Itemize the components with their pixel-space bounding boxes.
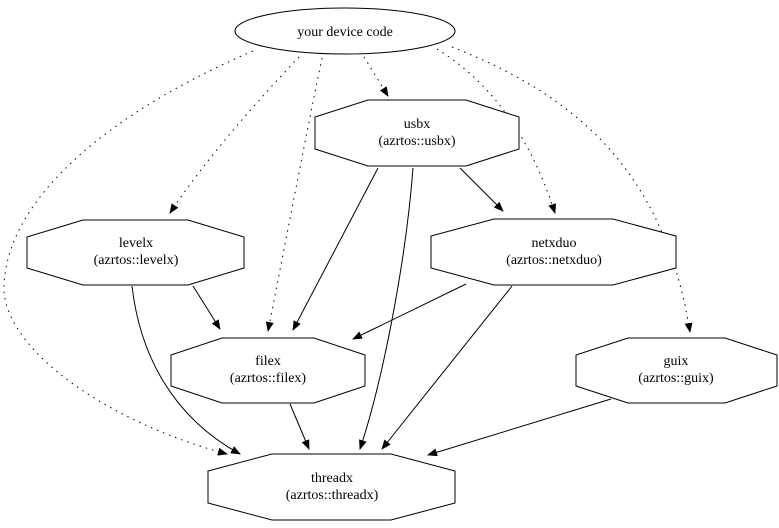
- filex-sublabel: (azrtos::filex): [230, 371, 307, 386]
- usbx-label: usbx: [404, 117, 430, 132]
- node-guix: guix (azrtos::guix): [575, 337, 778, 404]
- node-filex: filex (azrtos::filex): [170, 337, 366, 404]
- node-levelx: levelx (azrtos::levelx): [26, 219, 245, 286]
- solid-edges: [131, 167, 612, 457]
- usbx-octagon: [314, 99, 520, 167]
- threadx-sublabel: (azrtos::threadx): [286, 488, 379, 503]
- levelx-octagon: [26, 219, 245, 286]
- edge-levelx-filex: [192, 285, 221, 330]
- edge-guix-threadx: [427, 398, 612, 457]
- usbx-sublabel: (azrtos::usbx): [379, 134, 456, 149]
- guix-octagon: [575, 337, 778, 404]
- node-netxduo: netxduo (azrtos::netxduo): [430, 218, 677, 286]
- edge-device-usbx: [363, 56, 389, 97]
- guix-label: guix: [664, 354, 689, 369]
- node-device: your device code: [234, 7, 456, 55]
- levelx-sublabel: (azrtos::levelx): [94, 253, 179, 268]
- filex-label: filex: [255, 354, 281, 369]
- edge-device-guix: [451, 46, 693, 333]
- edge-netxduo-threadx: [381, 285, 513, 450]
- edge-levelx-threadx: [131, 285, 241, 455]
- levelx-label: levelx: [119, 236, 153, 251]
- dotted-edges: [3, 46, 693, 456]
- device-label: your device code: [297, 25, 393, 40]
- edge-usbx-threadx: [359, 167, 414, 450]
- netxduo-label: netxduo: [531, 236, 576, 251]
- edge-device-filex: [265, 57, 323, 332]
- edge-usbx-netxduo: [459, 167, 504, 212]
- node-threadx: threadx (azrtos::threadx): [207, 453, 456, 521]
- threadx-octagon: [207, 453, 456, 521]
- guix-sublabel: (azrtos::guix): [638, 371, 714, 386]
- edge-usbx-filex: [292, 167, 379, 331]
- node-usbx: usbx (azrtos::usbx): [314, 99, 520, 167]
- edge-device-levelx: [169, 56, 300, 214]
- filex-octagon: [170, 337, 366, 404]
- netxduo-octagon: [430, 218, 677, 286]
- edge-netxduo-filex: [352, 283, 467, 340]
- device-ellipse: [234, 7, 456, 55]
- threadx-label: threadx: [311, 471, 353, 486]
- netxduo-sublabel: (azrtos::netxduo): [506, 253, 602, 268]
- edge-filex-threadx: [289, 403, 310, 450]
